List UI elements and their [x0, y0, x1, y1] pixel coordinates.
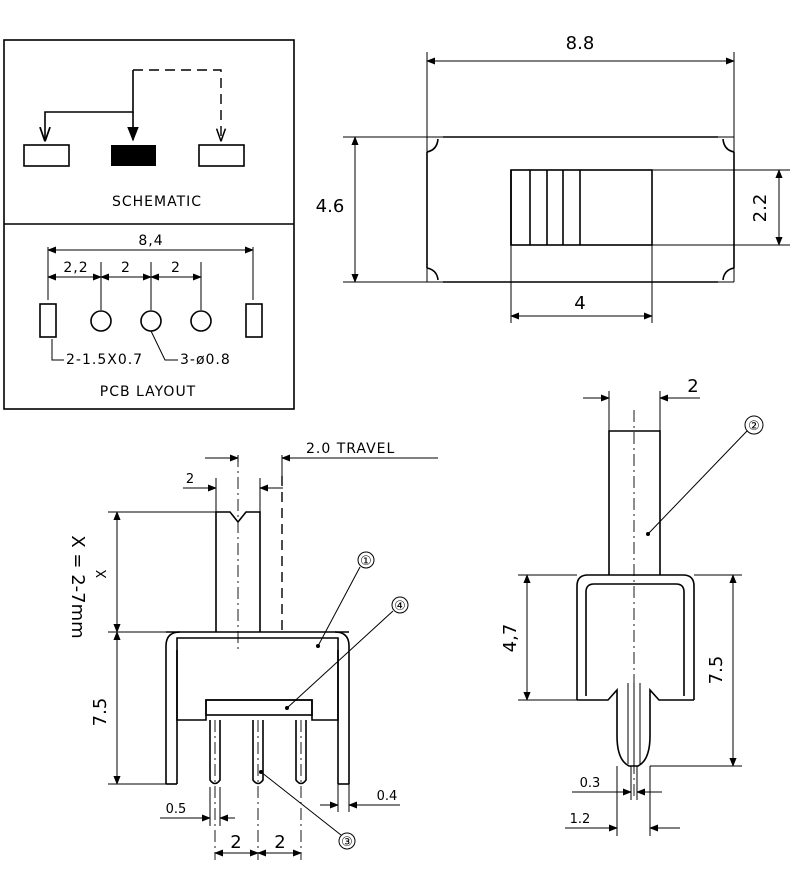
callout-4: ④	[394, 599, 406, 614]
callout-3-marker	[338, 832, 356, 850]
front-view-contact-block	[205, 699, 313, 716]
pcb-slot-right	[245, 303, 263, 338]
front-view-x-note: X = 2-7mm	[67, 535, 88, 638]
front-view-tab-thickness: 0.4	[377, 789, 398, 804]
pcb-pitch-a: 2	[121, 260, 131, 276]
pcb-hole-1	[90, 310, 112, 332]
front-view-pin-pitch-a: 2	[230, 832, 241, 853]
front-view-travel: 2.0 TRAVEL	[306, 441, 395, 457]
side-view: 2 ② 4,7 7.5 0.3 1.2	[500, 376, 764, 836]
pcb-overall-width: 8,4	[138, 233, 163, 249]
top-view: 8.8 4.6 2.2 4	[316, 33, 790, 323]
schematic-pcb-panel	[3, 39, 295, 410]
front-view-actuator-width: 2	[186, 472, 194, 487]
top-view-height: 4.6	[316, 196, 345, 217]
top-view-length: 8.8	[566, 33, 595, 54]
callout-2-marker	[744, 415, 764, 435]
schematic-label: SCHEMATIC	[112, 194, 202, 210]
pcb-slot-note: 2-1.5X0.7	[66, 352, 143, 368]
callout-1: ①	[360, 554, 372, 569]
front-view: 2 2.0 TRAVEL X X = 2-7mm 7.5 0.5 0.4	[67, 441, 438, 860]
front-view-body-height: 7.5	[90, 698, 111, 727]
pcb-hole-2	[140, 310, 162, 332]
side-view-pin-thickness: 0.3	[580, 776, 601, 791]
side-view-pin-width: 1.2	[570, 812, 591, 827]
callout-3: ③	[341, 835, 353, 850]
top-view-actuator-width: 2.2	[750, 194, 771, 223]
front-view-pin-pitch-b: 2	[274, 832, 285, 853]
side-view-actuator	[608, 430, 661, 575]
pcb-slot-left	[39, 303, 57, 338]
top-view-slider-length: 4	[574, 293, 585, 314]
schematic-diagram: SCHEMATIC	[23, 69, 245, 210]
callout-2: ②	[748, 419, 760, 434]
pcb-pitch-b: 2	[171, 260, 181, 276]
pcb-layout-label: PCB LAYOUT	[100, 384, 197, 400]
pcb-layout-diagram: 8,4 2,2 2 2 2-1.5X0.7 3-ø0.8 PCB LAYOUT	[39, 233, 263, 400]
side-view-housing-height: 4,7	[500, 624, 521, 653]
top-view-actuator	[510, 169, 653, 246]
pcb-pitch-edge: 2,2	[63, 260, 88, 276]
callout-4-marker	[391, 596, 409, 614]
side-view-total-height: 7.5	[706, 656, 727, 685]
side-view-actuator-width: 2	[687, 376, 698, 397]
pcb-hole-3	[190, 310, 212, 332]
callout-1-marker	[357, 551, 375, 569]
front-view-pin-width: 0.5	[166, 802, 187, 817]
front-view-x-label: X	[95, 569, 110, 578]
pcb-hole-note: 3-ø0.8	[180, 352, 231, 368]
